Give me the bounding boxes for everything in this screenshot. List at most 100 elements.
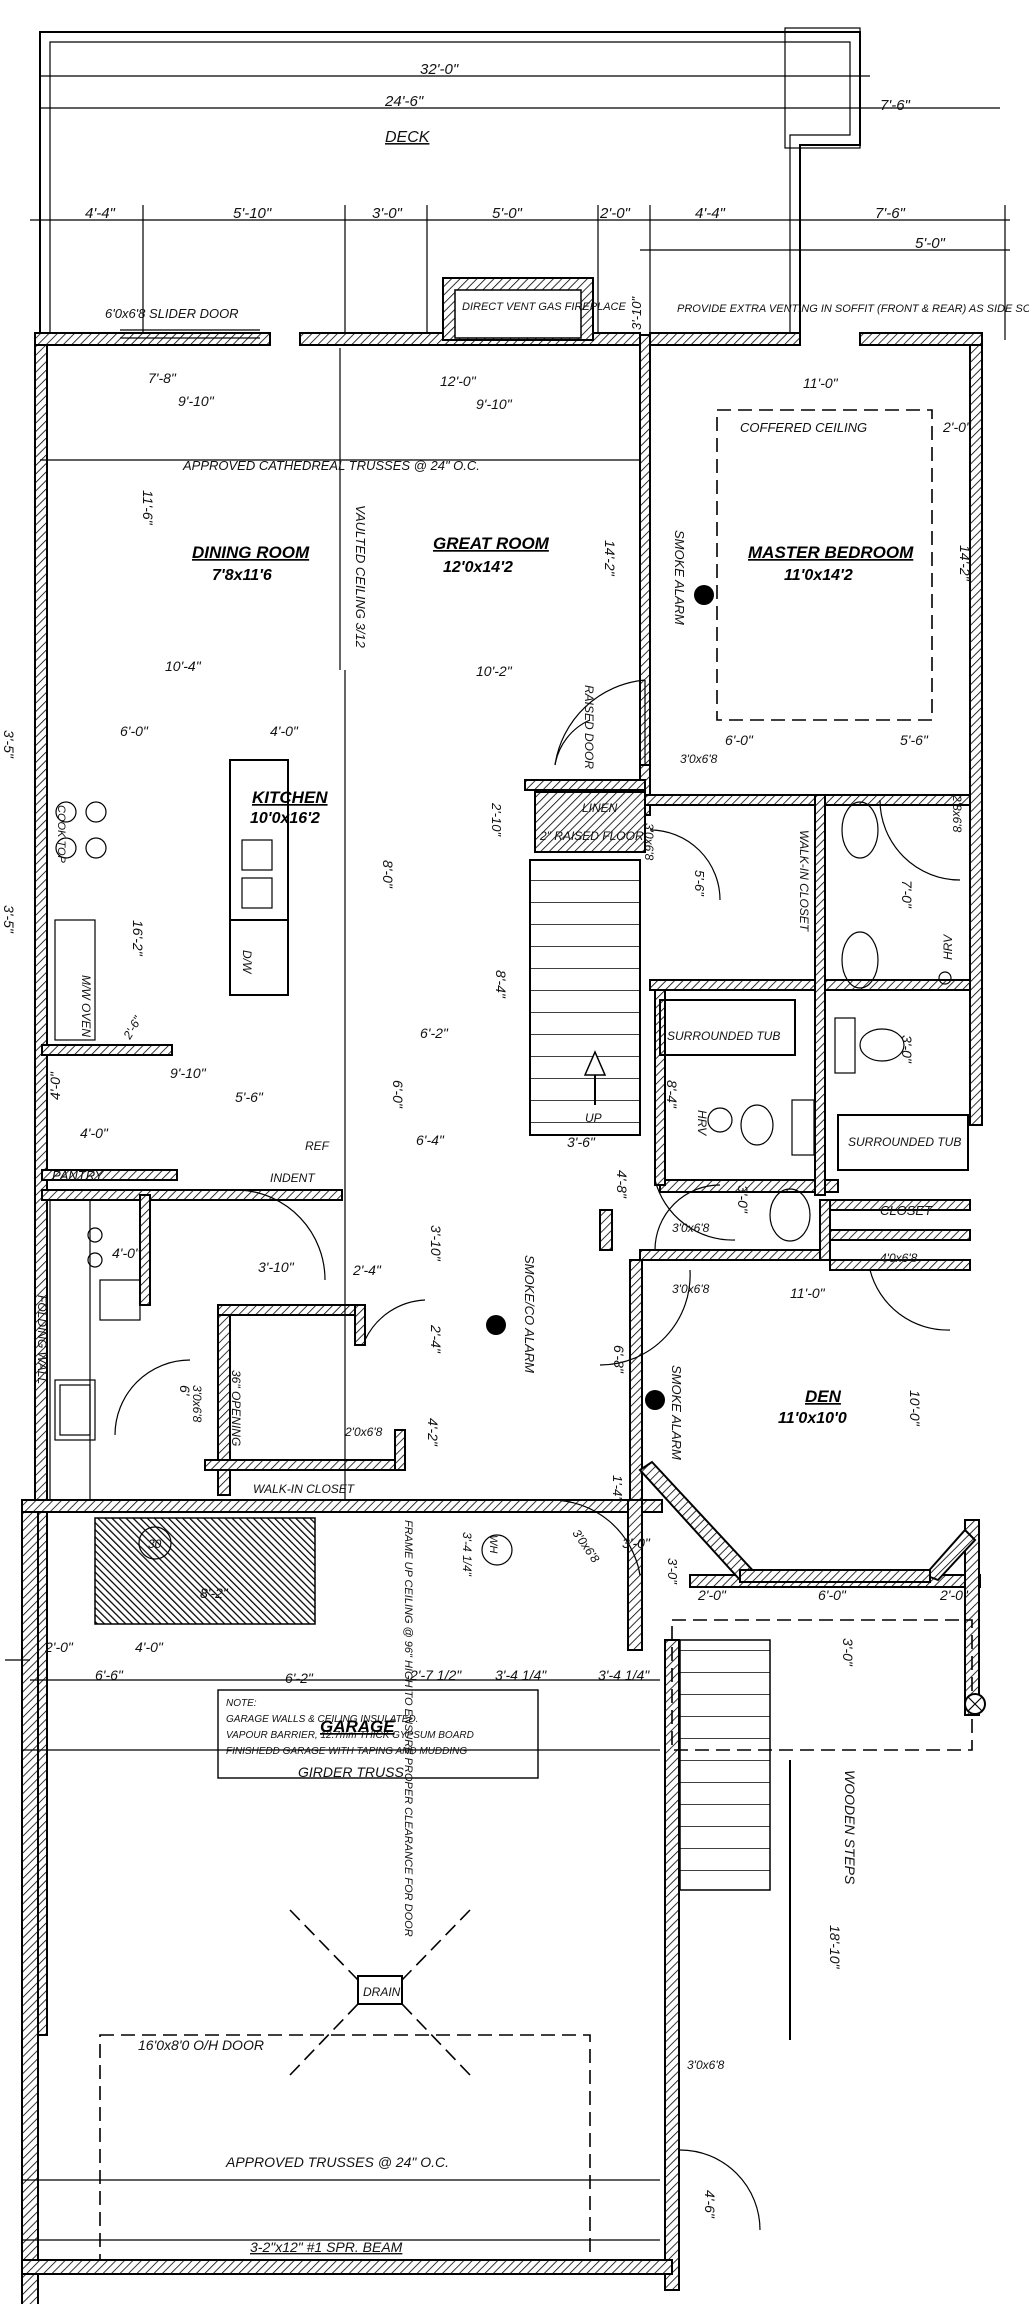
dim: 4'-8" (614, 1170, 630, 1199)
dim: 5'-6" (235, 1089, 264, 1105)
wh-label: WH (487, 1535, 499, 1553)
dim: 2'-0" (942, 419, 972, 435)
master-bedroom-name: MASTER BEDROOM (748, 543, 914, 562)
dim: 3'0x6'8 (672, 1221, 710, 1235)
dim: 2'-0" (697, 1587, 727, 1603)
dim: 3'-4 1/4" (495, 1667, 547, 1683)
interior-walls (41, 764, 977, 1651)
deck-dim-main: 24'-6" (384, 93, 424, 110)
dim: 2'-4" (352, 1262, 382, 1278)
dim: 10'-2" (476, 663, 513, 679)
garage-note-line: GARAGE WALLS & CEILING INSULATED. (226, 1714, 418, 1725)
dim: 6'-0" (818, 1587, 847, 1603)
dim: 3'-0" (665, 1558, 680, 1585)
closet-label: CLOSET (880, 1203, 933, 1218)
linen-label: LINEN (582, 801, 618, 815)
deck-dim-total: 32'-0" (420, 61, 459, 78)
dimensions: 7'-8" 9'-10" 12'-0" 9'-10" 11'-0" 2'-0" … (1, 370, 973, 2219)
dim: 1'-4" (610, 1475, 625, 1502)
deck-dim-1: 4'-4" (85, 205, 116, 222)
deck-dim-sub: 5'-0" (915, 235, 946, 252)
dim: 3'0x6'8 (190, 1385, 204, 1423)
fireplace-dim: 3'-10" (629, 295, 644, 330)
dim: 3'0x6'8 (642, 823, 656, 861)
dim: 3'-0" (622, 1535, 651, 1551)
dim: 2'-10" (489, 802, 504, 838)
dim: 3'-4 1/4" (598, 1667, 650, 1683)
drain-label: DRAIN (363, 1985, 401, 1999)
dim: 6'-0" (120, 723, 149, 739)
dim: 3'-0" (735, 1185, 751, 1214)
dim: 4'0x6'8 (880, 1251, 918, 1265)
kitchen-size: 10'0x16'2 (250, 810, 320, 827)
dim: 3'-5" (1, 905, 17, 934)
trusses-top-note: APPROVED CATHEDREAL TRUSSES @ 24" O.C. (182, 458, 480, 473)
smoke-alarm-3: SMOKE ALARM (669, 1365, 684, 1460)
tub-label-2: SURROUNDED TUB (848, 1135, 961, 1149)
trusses-bottom-note: APPROVED TRUSSES @ 24" O.C. (225, 2154, 449, 2170)
dim: 2'-0" (939, 1587, 969, 1603)
dim: 3'-0" (840, 1638, 856, 1667)
deck-dim-6: 4'-4" (695, 205, 726, 222)
dim: 3'-10" (428, 1225, 444, 1262)
wooden-steps-label: WOODEN STEPS (842, 1770, 858, 1885)
dim: 14'-2" (602, 540, 618, 577)
dim: 3'-10" (258, 1259, 295, 1275)
den-name: DEN (805, 1387, 842, 1406)
dim: 11'-0" (790, 1285, 826, 1301)
dim: 3'-4 1/4" (460, 1532, 474, 1577)
dim: 6' (177, 1385, 193, 1397)
dim: 4'-0" (80, 1125, 109, 1141)
fixtures (5, 348, 986, 2261)
garage-note-text: NOTE: (226, 1698, 257, 1709)
girder-label: GIRDER TRUSS (298, 1764, 404, 1780)
indent-label: INDENT (270, 1171, 316, 1185)
dim: 6'-6" (95, 1667, 124, 1683)
dim: 12'-0" (440, 373, 477, 389)
walkin-closet-top: WALK-IN CLOSET (797, 830, 811, 933)
great-room-name: GREAT ROOM (433, 534, 550, 553)
dim: 16'-2" (130, 920, 146, 957)
folding-wall-label: FOLDING WALL (35, 1295, 49, 1384)
fireplace-note: DIRECT VENT GAS FIREPLACE (462, 301, 626, 313)
smoke-alarm-1: SMOKE ALARM (672, 530, 687, 625)
deck-dim-4: 5'-0" (492, 205, 523, 222)
dim: 6'-4" (416, 1132, 445, 1148)
dim: 4'-0" (112, 1245, 141, 1261)
dim: 7'-0" (899, 880, 915, 909)
garage-note-line: FINISHEDD GARAGE WITH TAPING AND MUDDING (226, 1746, 467, 1757)
dim: 2'-6" (120, 1013, 145, 1042)
beam-label: 3-2"x12" #1 SPR. BEAM (250, 2239, 403, 2255)
dim: 7'-8" (148, 370, 177, 386)
dim: 6'-8" (611, 1345, 627, 1374)
stair-up-label: UP (585, 1111, 602, 1125)
dim: 8'-2" (200, 1585, 229, 1601)
deck-dim-right: 7'-6" (880, 97, 911, 114)
mw-oven-label: M/W OVEN (79, 975, 93, 1037)
dim: 10'-0" (907, 1390, 923, 1427)
smoke-co-alarm: SMOKE/CO ALARM (522, 1255, 537, 1373)
dim: 18'-10" (827, 1925, 843, 1969)
dim: 3'-0" (899, 1035, 915, 1064)
great-room-size: 12'0x14'2 (443, 559, 513, 576)
dining-room-name: DINING ROOM (192, 543, 310, 562)
dim: 2'8x6'8 (950, 794, 964, 833)
dim: 9'-10" (178, 393, 215, 409)
dim: 8'-4" (664, 1080, 680, 1109)
dim: 4'-2" (425, 1418, 441, 1447)
dim: 3'0x6'8 (680, 752, 718, 766)
dim: 3'0x6'8 (570, 1527, 603, 1566)
doors (114, 329, 961, 2231)
hrv-label-1: HRV (695, 1110, 709, 1136)
garage-note-line: VAPOUR BARRIER, 12.7mm THICK GYPSUM BOAR… (226, 1730, 474, 1741)
dim: 8'-4" (493, 970, 509, 999)
coffered-note: COFFERED CEILING (740, 420, 867, 435)
garage-note: NOTE: GARAGE WALLS & CEILING INSULATED. V… (226, 1698, 474, 1757)
dim: 5'-6" (900, 732, 929, 748)
dim: 3'-6" (567, 1134, 596, 1150)
dim: 4'-0" (270, 723, 299, 739)
dim: 6'-2" (285, 1670, 314, 1686)
dim: 9'-10" (476, 396, 513, 412)
dim: 2'0x6'8 (344, 1425, 383, 1439)
